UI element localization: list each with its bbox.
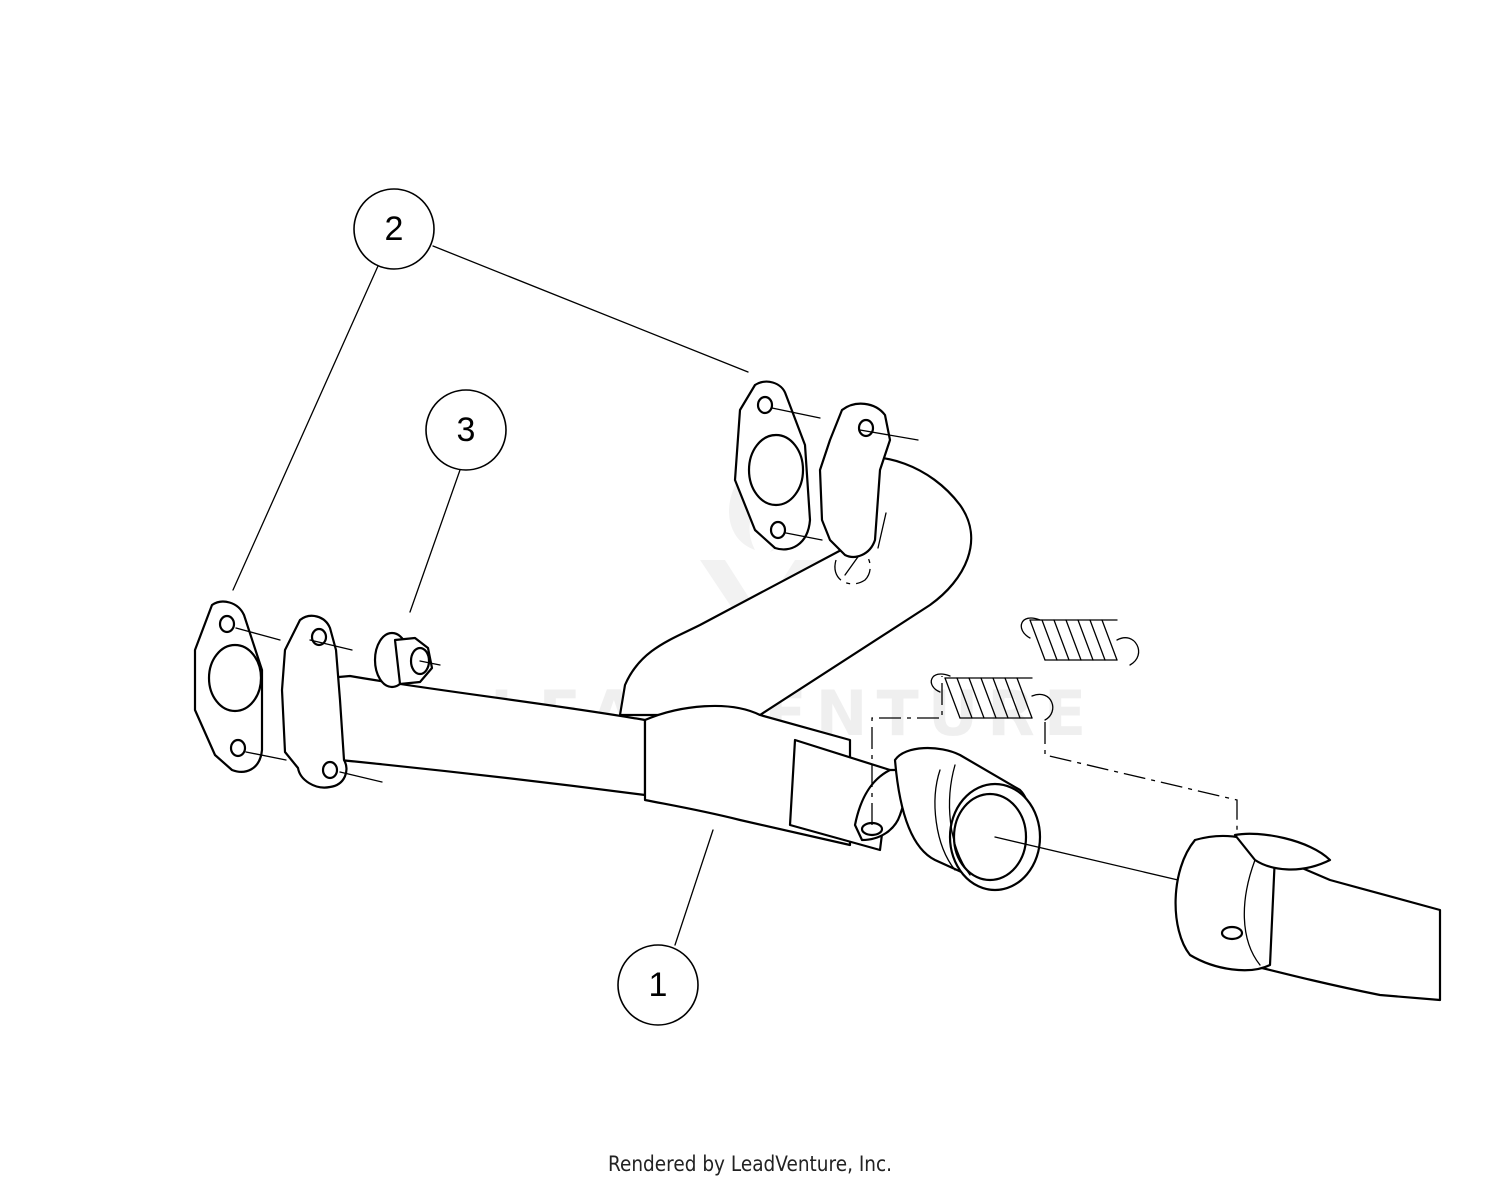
header-flanges (280, 402, 919, 789)
leader-lines (232, 245, 749, 946)
callout-3: 3 (425, 389, 507, 471)
exhaust-gasket-upper (733, 380, 823, 551)
callout-2: 2 (353, 188, 435, 270)
callout-1: 1 (617, 944, 699, 1026)
alignment-lines (871, 676, 1238, 925)
callout-1-label: 1 (649, 966, 668, 1004)
exhaust-springs (930, 617, 1140, 721)
callout-3-label: 3 (457, 411, 476, 449)
callout-2-label: 2 (385, 210, 404, 248)
render-credit: Rendered by LeadVenture, Inc. (607, 1152, 893, 1176)
flange-nut (373, 631, 441, 689)
muffler-inlet-pipe (1174, 832, 1442, 1002)
exhaust-gasket-left (193, 600, 287, 773)
